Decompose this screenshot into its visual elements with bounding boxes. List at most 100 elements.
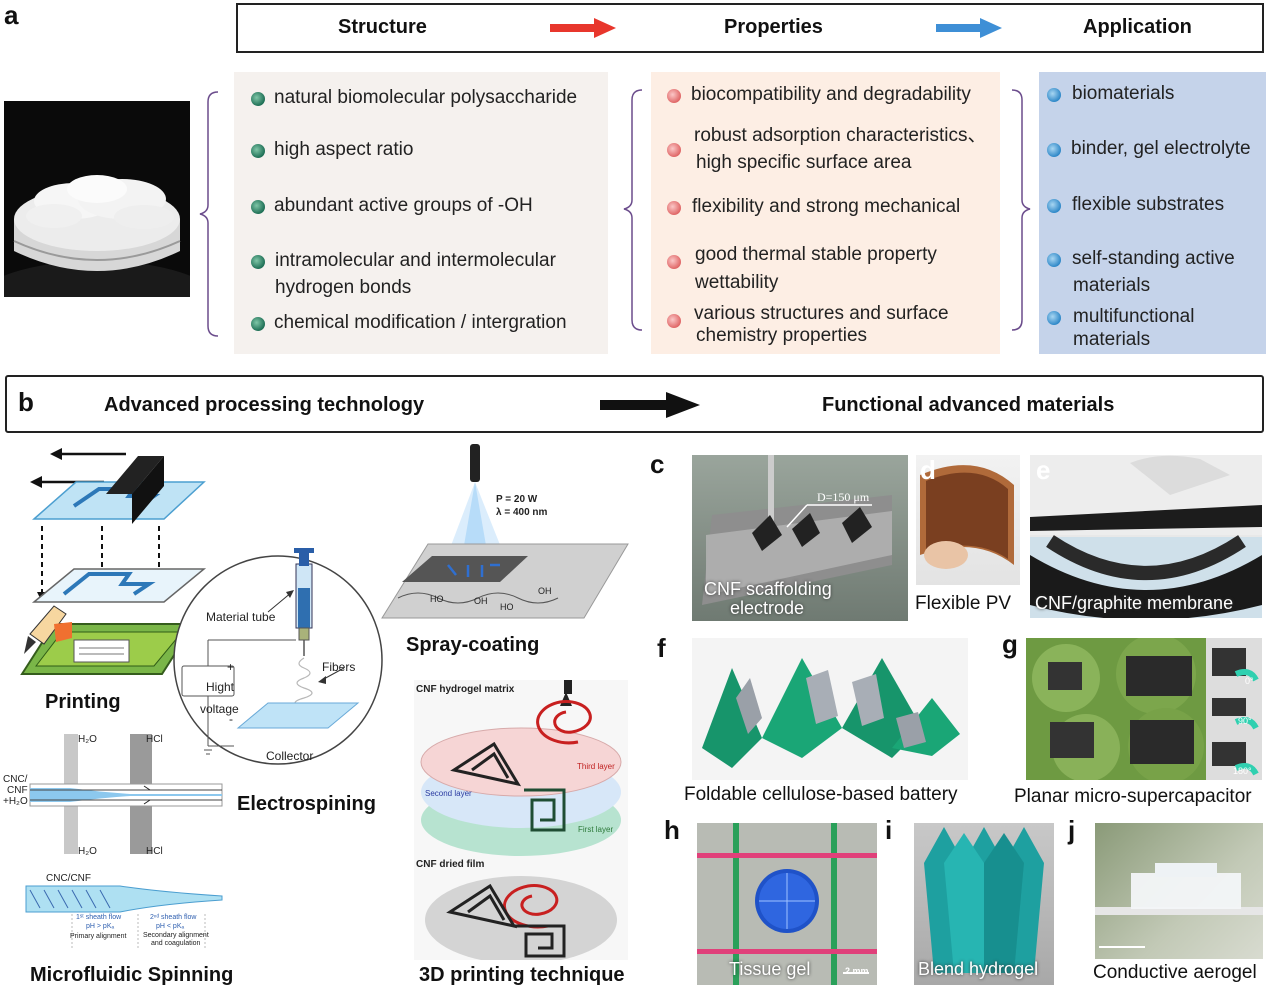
tissue-gel-label: Tissue gel <box>729 959 811 979</box>
spray-coating-label: Spray-coating <box>406 634 540 656</box>
properties-item-continuation: chemistry properties <box>696 325 868 346</box>
spray-ho-label-2: HO <box>500 602 514 612</box>
application-item: self-standing active <box>1072 248 1235 269</box>
properties-bullet-icon <box>667 314 681 328</box>
application-item: biomaterials <box>1072 83 1175 104</box>
spray-coating-diagram <box>381 444 629 619</box>
minus-terminal-label: - <box>229 712 233 726</box>
cnf-scaffolding-label-1: CNF scaffolding <box>704 579 832 599</box>
flow1-name: Primary alignment <box>70 933 127 940</box>
flow-properties-label: Properties <box>724 16 823 38</box>
brace-left-structure <box>199 91 219 337</box>
cnf-scaffolding-photo <box>692 455 908 621</box>
structure-item: high aspect ratio <box>274 139 414 160</box>
collector-label: Collector <box>266 749 314 763</box>
flow2-ph: pH < pKₐ <box>156 923 185 930</box>
cellulose-powder-photo <box>4 101 190 297</box>
3d-printing-diagram <box>414 680 628 960</box>
panel-b-right-title: Functional advanced materials <box>822 394 1115 416</box>
properties-bullet-icon <box>667 89 681 103</box>
inlet-label-2: CNF <box>7 785 28 796</box>
brace-left-properties <box>623 89 643 331</box>
microfluidic-label: Microfluidic Spinning <box>30 964 234 986</box>
structure-bullet-icon <box>251 144 265 158</box>
flow1-ph: pH > pKₐ <box>86 923 115 930</box>
panel-h-letter: h <box>664 815 680 845</box>
electrospinning-diagram <box>173 548 383 765</box>
panel-c-letter: c <box>650 449 665 479</box>
flow2-name-1: Secondary alignment <box>143 932 209 939</box>
panel-a-letter: a <box>4 0 19 30</box>
hydrogel-matrix-label: CNF hydrogel matrix <box>416 684 515 695</box>
panel-b-left-title: Advanced processing technology <box>104 394 425 416</box>
blue-arrow-icon <box>936 18 1002 38</box>
application-item: binder, gel electrolyte <box>1071 138 1251 159</box>
structure-item: natural biomolecular polysaccharide <box>274 87 578 108</box>
spray-oh-label: OH <box>474 596 488 606</box>
properties-item-continuation: high specific surface area <box>696 152 912 173</box>
black-arrow-icon <box>600 392 700 418</box>
electrospinning-label: Electrospining <box>237 793 376 815</box>
structure-item: chemical modification / intergration <box>274 312 567 333</box>
blend-hydrogel-label: Blend hydrogel <box>918 959 1039 979</box>
flow1-title: 1ˢᵗ sheath flow <box>76 914 122 921</box>
second-layer-label: Second layer <box>425 789 472 798</box>
bend-angle-90: 90° <box>1238 716 1252 726</box>
scale-bar-label: 2 mm <box>845 966 869 976</box>
h2o-bottom-label: H₂O <box>78 846 97 857</box>
red-arrow-icon <box>550 18 616 38</box>
structure-bullet-icon <box>251 317 265 331</box>
inlet-label-1: CNC/ <box>3 774 28 785</box>
properties-bullet-icon <box>667 201 681 215</box>
application-column <box>1039 72 1266 354</box>
flow-application-label: Application <box>1083 16 1192 38</box>
conductive-aerogel-caption: Conductive aerogel <box>1093 962 1257 983</box>
inlet-label-3: +H₂O <box>3 796 28 807</box>
structure-item: intramolecular and intermolecular <box>275 250 556 271</box>
application-bullet-icon <box>1047 88 1061 102</box>
dried-film-label: CNF dried film <box>416 859 485 870</box>
spray-oh-label-2: OH <box>538 586 552 596</box>
application-bullet-icon <box>1047 311 1061 325</box>
3d-printing-label: 3D printing technique <box>419 964 625 986</box>
application-item-continuation: materials <box>1073 329 1151 350</box>
microfluidic-diagram <box>25 734 223 950</box>
flow2-title: 2ⁿᵈ sheath flow <box>150 914 197 921</box>
printing-label: Printing <box>45 691 121 713</box>
diameter-label: D=150 μm <box>817 490 870 504</box>
panel-d-letter: d <box>920 455 936 485</box>
structure-item: abundant active groups of -OH <box>274 195 533 216</box>
fibers-label: Fibers <box>322 660 356 674</box>
properties-column <box>651 72 1000 354</box>
micro-supercapacitor-photo <box>1026 638 1262 780</box>
blend-hydrogel-photo <box>914 823 1054 985</box>
properties-item: various structures and surface <box>694 303 949 324</box>
panel-i-letter: i <box>885 815 893 845</box>
h2o-top-label: H₂O <box>78 734 97 745</box>
application-item-continuation: materials <box>1073 275 1151 296</box>
foldable-battery-caption: Foldable cellulose-based battery <box>684 784 958 805</box>
application-item: multifunctional <box>1073 306 1195 327</box>
high-voltage-label-bottom: voltage <box>200 702 239 716</box>
brace-right-properties <box>1011 89 1031 331</box>
cnf-graphite-membrane-photo <box>1030 455 1262 618</box>
third-layer-label: Third layer <box>577 762 615 771</box>
properties-item: robust adsorption characteristics、 <box>694 125 987 146</box>
application-bullet-icon <box>1047 143 1061 157</box>
cnc-cnf-label: CNC/CNF <box>46 873 91 884</box>
properties-item-continuation: wettability <box>695 272 779 293</box>
conductive-aerogel-photo <box>1095 823 1263 959</box>
panel-e-letter: e <box>1036 455 1051 485</box>
properties-item: good thermal stable property <box>695 244 937 265</box>
properties-bullet-icon <box>667 143 681 157</box>
flexible-pv-photo <box>916 455 1020 585</box>
properties-item: biocompatibility and degradability <box>691 84 971 105</box>
flow-header-bar <box>236 3 1264 53</box>
application-bullet-icon <box>1047 253 1061 267</box>
bend-angle-180: 180° <box>1233 766 1252 776</box>
properties-item: flexibility and strong mechanical <box>692 196 961 217</box>
high-voltage-label-top: Hight <box>206 680 235 694</box>
panel-j-letter: j <box>1068 815 1076 845</box>
spray-wavelength-label: λ = 400 nm <box>496 507 548 518</box>
application-item: flexible substrates <box>1072 194 1225 215</box>
